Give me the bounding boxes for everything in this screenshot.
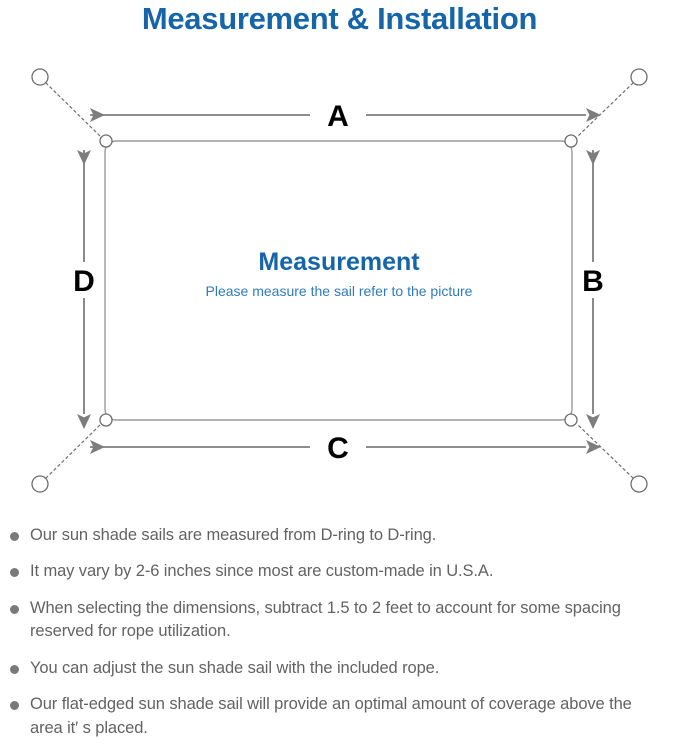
bullet-icon	[10, 568, 19, 578]
sail-outline	[104, 140, 573, 421]
list-item: Our flat-edged sun shade sail will provi…	[0, 693, 679, 740]
bullet-icon	[10, 664, 19, 674]
page-title: Measurement & Installation	[141, 1, 538, 36]
anchor-points	[31, 68, 648, 493]
dimension-d-label: D	[73, 265, 95, 298]
measurement-diagram: A C D B Measurement Please measure the s…	[0, 50, 679, 520]
bullet-icon	[10, 604, 19, 614]
corner-d-rings	[99, 134, 578, 427]
list-item: You can adjust the sun shade sail with t…	[0, 657, 679, 680]
note-text: Our flat-edged sun shade sail will provi…	[30, 695, 632, 737]
note-text: Our sun shade sails are measured from D-…	[30, 526, 437, 544]
bottom-right-anchor-icon	[630, 475, 648, 493]
bottom-right-d-ring-icon	[564, 413, 578, 427]
rope-bottom-left	[45, 424, 101, 479]
top-left-d-ring-icon	[99, 134, 113, 148]
diagram-center-subtitle: Please measure the sail refer to the pic…	[206, 283, 473, 299]
bullet-icon	[10, 701, 19, 711]
list-item: Our sun shade sails are measured from D-…	[0, 524, 679, 547]
rope-bottom-right	[577, 424, 634, 479]
bullet-icon	[10, 532, 19, 541]
top-right-anchor-icon	[630, 68, 648, 86]
bottom-left-d-ring-icon	[99, 413, 113, 427]
anchor-rope-lines	[45, 82, 634, 479]
dimension-b-label: B	[582, 265, 604, 298]
top-right-d-ring-icon	[564, 134, 578, 148]
note-text: You can adjust the sun shade sail with t…	[30, 658, 440, 677]
rope-top-left	[45, 82, 101, 137]
rope-top-right	[577, 82, 634, 137]
dimension-a-label: A	[327, 100, 349, 133]
list-item: When selecting the dimensions, subtract …	[0, 597, 679, 644]
diagram-center-title: Measurement	[258, 248, 420, 276]
note-text: When selecting the dimensions, subtract …	[30, 598, 621, 641]
top-left-anchor-icon	[31, 68, 49, 86]
bottom-left-anchor-icon	[31, 475, 49, 493]
dimension-c-label: C	[327, 432, 349, 465]
list-item: It may vary by 2-6 inches since most are…	[0, 560, 679, 583]
note-text: It may vary by 2-6 inches since most are…	[30, 562, 494, 581]
notes-list: Our sun shade sails are measured from D-…	[0, 524, 679, 753]
